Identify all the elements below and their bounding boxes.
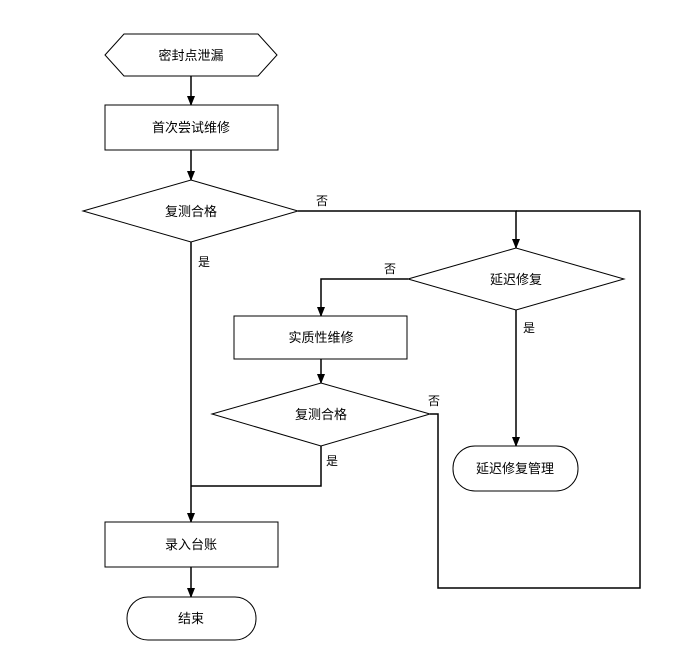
record-ledger-label: 录入台账 xyxy=(165,538,217,553)
substantive-repair-label: 实质性维修 xyxy=(288,331,353,346)
label-retest-2-yes: 是 xyxy=(326,454,338,468)
edge-retest-2-yes-to-ledger xyxy=(191,446,322,487)
label-retest-1-no: 否 xyxy=(316,194,328,208)
node-delay-repair: 延迟修复 xyxy=(406,247,626,311)
label-retest-1-yes: 是 xyxy=(198,255,210,269)
label-retest-2-no: 否 xyxy=(428,394,440,408)
node-retest-2: 复测合格 xyxy=(210,382,432,447)
process-box xyxy=(104,104,279,151)
node-retest-1: 复测合格 xyxy=(81,179,300,243)
decision-diamond xyxy=(210,382,432,447)
decision-diamond xyxy=(406,247,626,311)
node-delay-repair-manage: 延迟修复管理 xyxy=(452,445,579,492)
label-delay-yes: 是 xyxy=(523,321,535,335)
delay-repair-manage-label: 延迟修复管理 xyxy=(476,462,554,477)
edge-retest-2-no-loop xyxy=(430,210,641,589)
label-delay-no: 否 xyxy=(384,262,396,276)
retest-2-label: 复测合格 xyxy=(295,407,347,423)
node-end: 结束 xyxy=(126,596,257,641)
node-record-ledger: 录入台账 xyxy=(104,521,279,568)
process-box xyxy=(104,521,279,568)
end-label: 结束 xyxy=(178,612,204,627)
edges xyxy=(187,75,641,598)
terminal-shape xyxy=(452,445,579,492)
node-start: 密封点泄漏 xyxy=(104,33,278,77)
first-repair-label: 首次尝试维修 xyxy=(152,120,230,136)
edge-retest-1-no-to-delay xyxy=(298,210,520,249)
terminal-shape xyxy=(126,596,257,641)
node-first-repair: 首次尝试维修 xyxy=(104,104,279,151)
decision-diamond xyxy=(81,179,300,243)
delay-repair-label: 延迟修复 xyxy=(490,273,542,288)
process-box xyxy=(233,315,408,360)
start-label: 密封点泄漏 xyxy=(158,48,223,64)
edge-delay-no-to-substantive xyxy=(317,278,408,317)
hexagon-shape xyxy=(104,33,278,77)
retest-1-label: 复测合格 xyxy=(165,204,217,220)
node-substantive-repair: 实质性维修 xyxy=(233,315,408,360)
